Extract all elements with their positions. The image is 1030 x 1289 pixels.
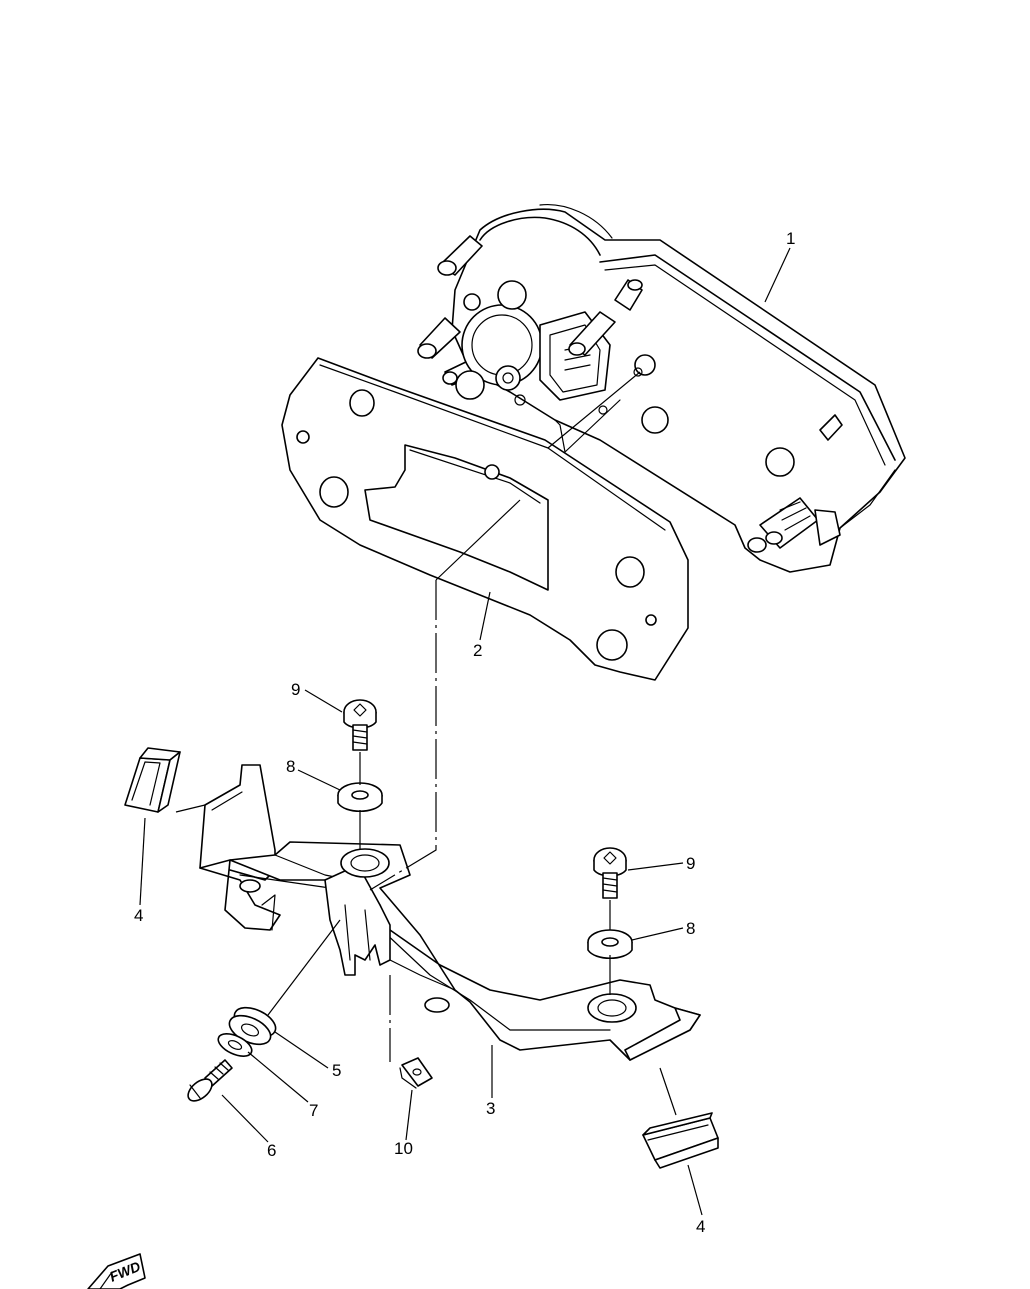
callout-9-upper: 9 <box>291 680 300 699</box>
plug-connector-top <box>568 279 643 356</box>
meter-assembly <box>417 203 906 573</box>
collar-right <box>587 929 633 960</box>
callout-3: 3 <box>486 1099 495 1118</box>
callout-8-upper: 8 <box>286 757 295 776</box>
callout-6: 6 <box>267 1141 276 1160</box>
callout-8-right: 8 <box>686 919 695 938</box>
grommet-right <box>642 1112 719 1169</box>
bolt-upper <box>343 699 377 751</box>
meter-gasket-plate <box>281 357 689 681</box>
callout-5: 5 <box>332 1061 341 1080</box>
callout-4-left: 4 <box>134 906 143 925</box>
meter-bracket <box>199 764 701 1061</box>
assembly-lines <box>175 371 677 1116</box>
clip-nut <box>399 1057 433 1089</box>
callout-9-right: 9 <box>686 854 695 873</box>
bolt-right <box>593 847 627 899</box>
grommet-left <box>124 747 181 813</box>
collar-upper <box>337 782 383 813</box>
fwd-direction-arrow-icon: FWD <box>87 1253 146 1289</box>
screw <box>187 1059 233 1102</box>
callout-1: 1 <box>786 229 795 248</box>
callout-leaders <box>139 247 791 1216</box>
mount-post-left <box>417 317 461 359</box>
callout-7: 7 <box>309 1101 318 1120</box>
mount-post-upper-left <box>437 235 483 276</box>
callout-2: 2 <box>473 641 482 660</box>
connector-right-end <box>747 497 841 553</box>
washer <box>217 1033 253 1057</box>
callout-4-right: 4 <box>696 1217 705 1236</box>
callout-10: 10 <box>394 1139 413 1158</box>
